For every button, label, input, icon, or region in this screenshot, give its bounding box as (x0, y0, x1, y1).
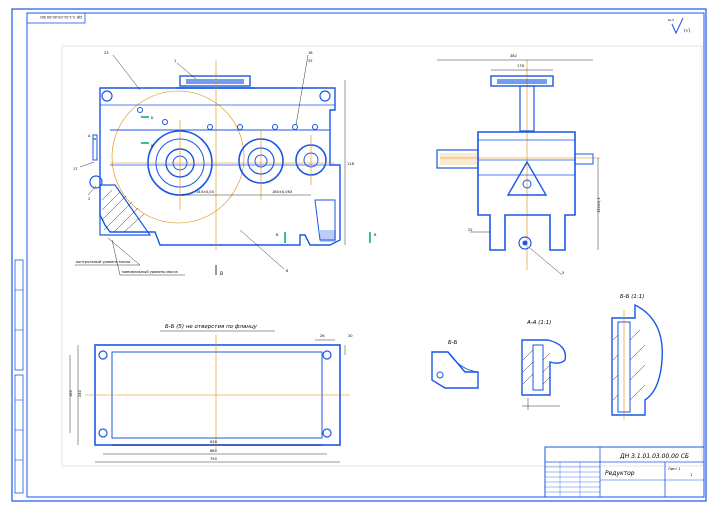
svg-text:А-А (1:1): А-А (1:1) (526, 320, 551, 326)
stamp-box (26, 12, 86, 24)
svg-text:Б: Б (151, 116, 154, 120)
outer-frame (11, 8, 707, 502)
title-block: ДН 3.1.01.03.00.00 СБ Редуктор Лист 1 1 (544, 446, 705, 498)
detail-b-view: Б-Б (431, 340, 479, 389)
svg-text:ы.з: ы.з (668, 18, 674, 22)
svg-text:6: 6 (286, 269, 289, 273)
side-view: 382 178 150±0,3 22 5 (436, 54, 601, 276)
svg-text:Б-Б (5) не отверстия по фланцу: Б-Б (5) не отверстия по фланцу (165, 324, 258, 330)
left-strip (14, 259, 24, 494)
svg-text:23: 23 (104, 51, 109, 55)
svg-text:Лист 1: Лист 1 (668, 467, 681, 471)
svg-text:382: 382 (510, 54, 517, 58)
svg-text:630: 630 (210, 440, 218, 444)
roughness-mark: ы.з (√) (668, 17, 691, 35)
svg-text:25: 25 (308, 59, 313, 63)
svg-text:Б: Б (151, 144, 154, 148)
svg-text:Б-Б: Б-Б (448, 340, 458, 346)
front-view: 143±0,04 180±0,063 118 23 1 18 25 6 2 17… (73, 51, 377, 277)
detail-a-section: А-А (1:1) (521, 320, 567, 410)
svg-text:750: 750 (210, 457, 218, 461)
svg-text:5: 5 (562, 271, 564, 275)
svg-text:Б-Б (1:1): Б-Б (1:1) (620, 294, 644, 300)
svg-text:20: 20 (348, 334, 353, 338)
svg-text:240: 240 (78, 389, 82, 397)
svg-text:2: 2 (88, 197, 90, 201)
svg-text:680: 680 (210, 449, 218, 453)
drawing-area (61, 45, 703, 467)
svg-text:180±0,063: 180±0,063 (272, 190, 292, 194)
svg-text:118: 118 (347, 162, 355, 166)
detail-v-section: Б-Б (1:1) (611, 294, 663, 420)
svg-text:В: В (374, 233, 377, 237)
svg-text:160: 160 (69, 389, 73, 397)
svg-text:А: А (88, 134, 91, 138)
svg-text:1: 1 (174, 59, 176, 63)
svg-text:ДН 3.1.01.03.00.00 СБ: ДН 3.1.01.03.00.00 СБ (619, 453, 689, 460)
inner-frame (26, 12, 705, 498)
svg-text:В: В (220, 271, 223, 277)
svg-text:В: В (276, 233, 279, 237)
svg-text:17: 17 (73, 167, 78, 171)
svg-text:22: 22 (468, 228, 473, 232)
svg-text:(√): (√) (684, 28, 691, 34)
svg-text:Редуктор: Редуктор (605, 470, 635, 477)
svg-text:143±0,04: 143±0,04 (196, 190, 215, 194)
svg-text:18: 18 (308, 51, 313, 55)
svg-text:178: 178 (517, 64, 525, 68)
bottom-view: Б-Б (5) не отверстия по фланцу 630 680 7… (69, 324, 353, 463)
svg-text:26: 26 (320, 334, 325, 338)
svg-text:150±0,3: 150±0,3 (597, 197, 601, 213)
svg-text:минимальный уровень масла: минимальный уровень масла (122, 270, 178, 274)
stamp-code: ДН 3.1.01.03.00.00 ВО (40, 15, 82, 19)
svg-text:контрольный уровень масла: контрольный уровень масла (76, 260, 130, 264)
svg-text:1: 1 (690, 473, 692, 477)
